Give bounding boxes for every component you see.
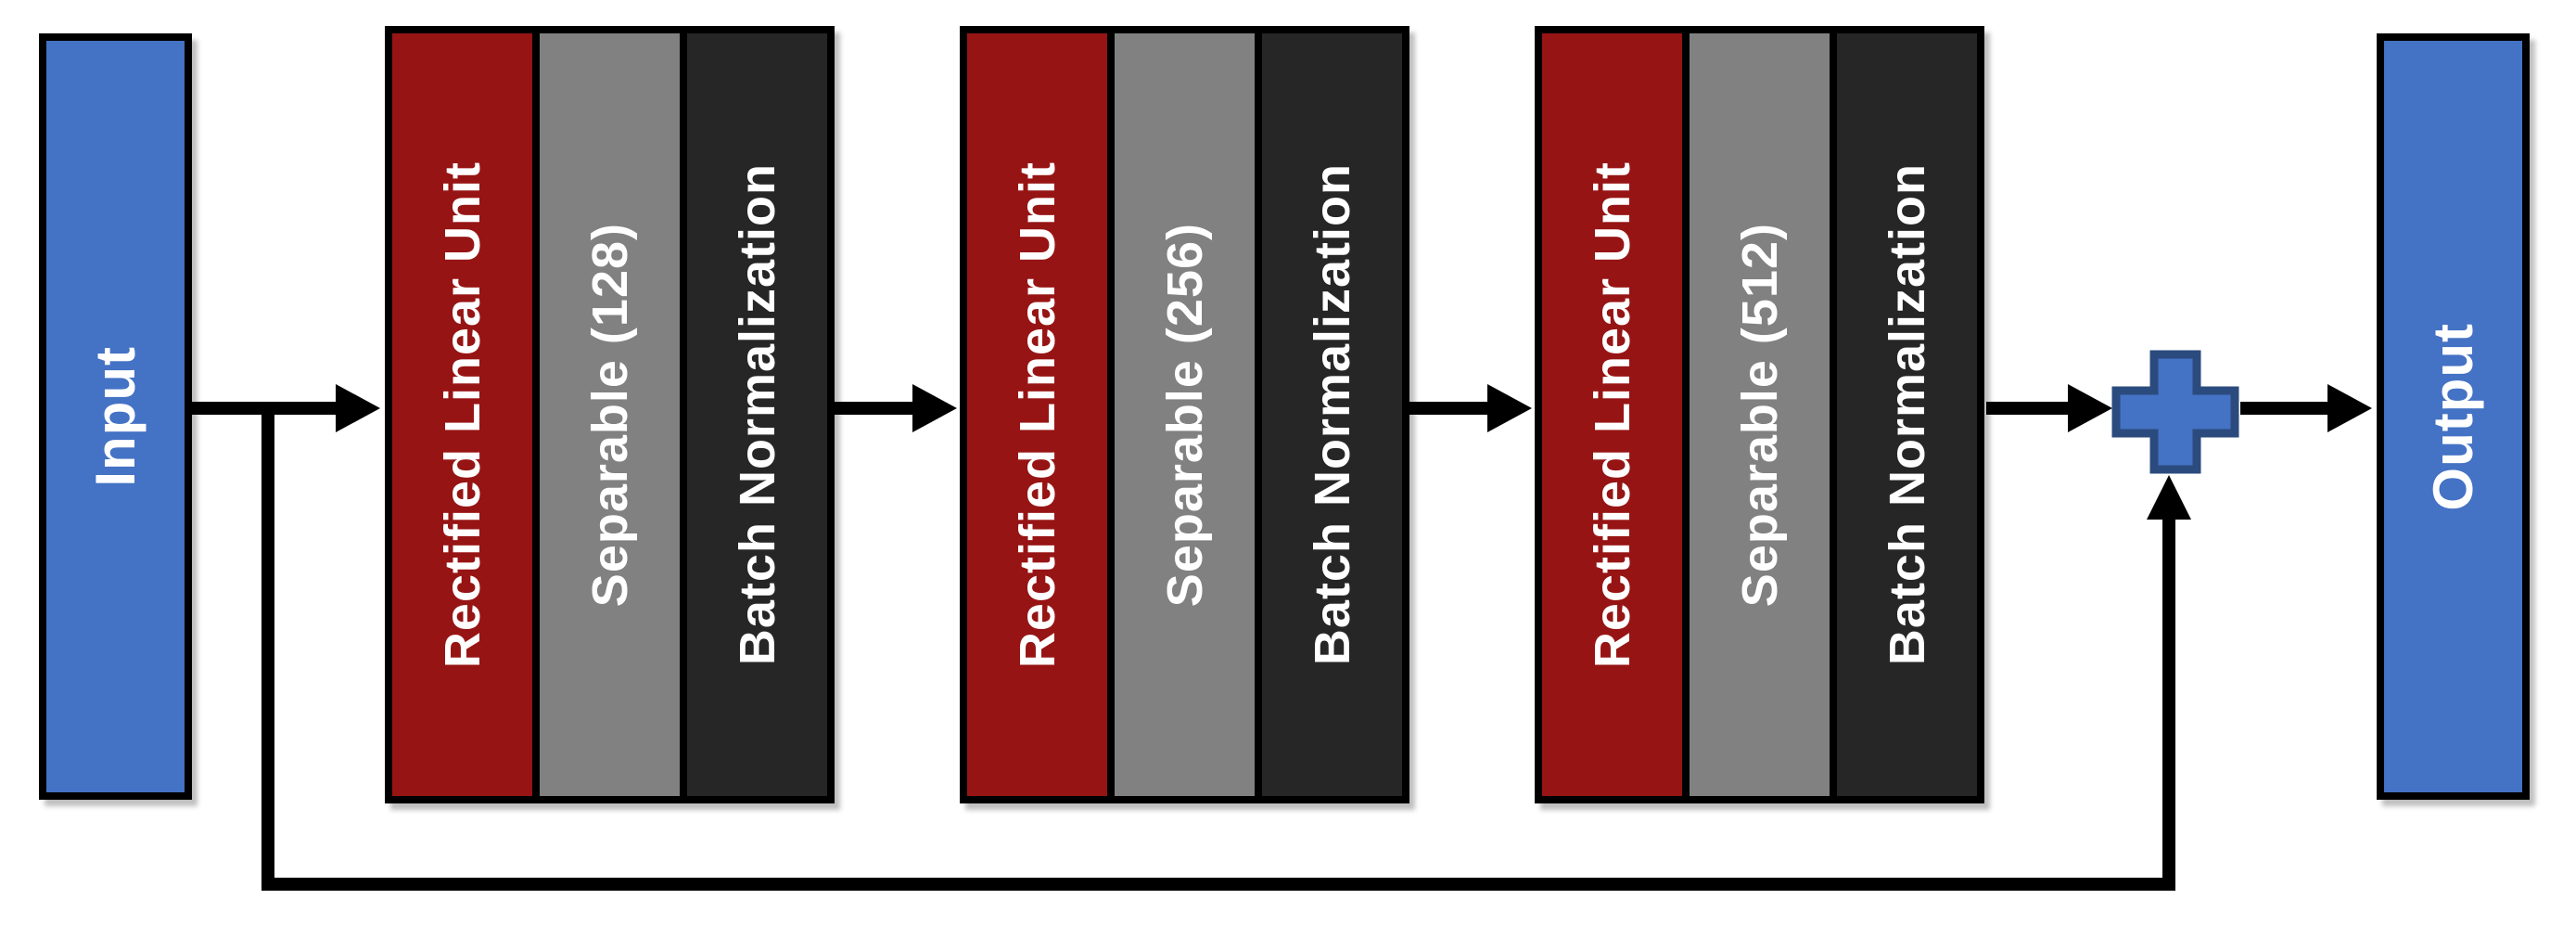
relu-layer-label: Rectified Linear Unit xyxy=(434,161,491,669)
input-block: Input xyxy=(39,33,192,800)
batchnorm-layer: Batch Normalization xyxy=(1837,33,1977,796)
separable-layer: Separable (512) xyxy=(1690,33,1830,796)
residual-block-3: Rectified Linear Unit Separable (512) Ba… xyxy=(1535,26,1984,803)
batchnorm-layer: Batch Normalization xyxy=(1262,33,1402,796)
relu-layer-label: Rectified Linear Unit xyxy=(1584,161,1640,669)
relu-layer: Rectified Linear Unit xyxy=(967,33,1107,796)
arrowhead-input-to-block1 xyxy=(336,384,380,432)
input-label: Input xyxy=(84,346,147,487)
output-label: Output xyxy=(2422,322,2484,511)
relu-layer: Rectified Linear Unit xyxy=(1542,33,1682,796)
batchnorm-layer-label: Batch Normalization xyxy=(729,163,785,666)
batchnorm-layer: Batch Normalization xyxy=(687,33,827,796)
separable-layer-label: Separable (512) xyxy=(1731,222,1788,608)
residual-block-2: Rectified Linear Unit Separable (256) Ba… xyxy=(960,26,1409,803)
add-icon xyxy=(2111,350,2239,474)
relu-layer-label: Rectified Linear Unit xyxy=(1009,161,1065,669)
separable-layer-label: Separable (128) xyxy=(581,222,638,608)
arrowhead-block2-to-block3 xyxy=(1487,384,1532,432)
arrowhead-block3-to-plus xyxy=(2068,384,2112,432)
output-block: Output xyxy=(2377,33,2530,800)
residual-block-1: Rectified Linear Unit Separable (128) Ba… xyxy=(385,26,835,803)
arrowhead-skip-to-plus xyxy=(2147,475,2191,520)
separable-layer: Separable (256) xyxy=(1115,33,1255,796)
arrowhead-plus-to-output xyxy=(2327,384,2372,432)
batchnorm-layer-label: Batch Normalization xyxy=(1879,163,1935,666)
batchnorm-layer-label: Batch Normalization xyxy=(1304,163,1360,666)
separable-layer: Separable (128) xyxy=(540,33,680,796)
skip-connection-line xyxy=(261,408,2175,891)
arrowhead-block1-to-block2 xyxy=(912,384,957,432)
separable-layer-label: Separable (256) xyxy=(1156,222,1213,608)
relu-layer: Rectified Linear Unit xyxy=(392,33,532,796)
